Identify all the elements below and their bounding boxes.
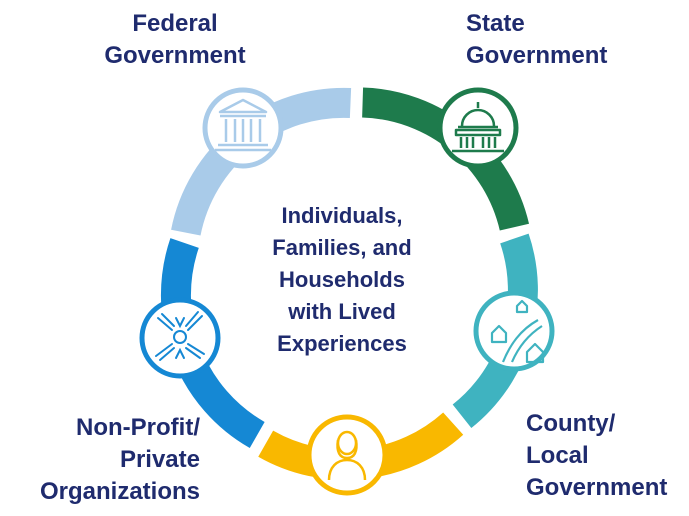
center-label-line: Experiences: [277, 331, 407, 356]
label-line: Local: [526, 442, 589, 469]
person-icon: [327, 430, 367, 481]
label-line: State: [466, 10, 525, 37]
center-label: Individuals, Families, and Households wi…: [240, 200, 444, 360]
center-label-line: Families, and: [272, 235, 412, 260]
label-line: Private: [119, 446, 200, 473]
state-government-label: State Government: [466, 8, 636, 72]
node-individual: [306, 414, 388, 496]
county-local-government-label: County/ Local Government: [526, 408, 689, 504]
node-federal: [202, 87, 284, 169]
nonprofit-private-label: Non-Profit/ Private Organizations: [10, 412, 200, 508]
capitol-dome-icon: [452, 102, 504, 153]
houses-road-icon: [490, 299, 545, 364]
joined-hands-icon: [155, 311, 205, 361]
label-line: Government: [104, 42, 246, 69]
label-line: Organizations: [39, 478, 200, 505]
label-line: County/: [526, 410, 616, 437]
center-label-line: Individuals,: [281, 203, 403, 228]
center-label-line: Households: [279, 267, 405, 292]
label-line: Federal: [132, 10, 218, 37]
node-state: [437, 87, 519, 169]
courthouse-icon: [215, 98, 271, 152]
label-line: Government: [466, 42, 608, 69]
label-line: Government: [526, 474, 668, 501]
node-county: [473, 290, 555, 372]
node-nonprofit: [139, 297, 221, 379]
label-line: Non-Profit/: [76, 414, 200, 441]
federal-government-label: Federal Government: [80, 8, 270, 72]
center-label-line: with Lived: [288, 299, 396, 324]
